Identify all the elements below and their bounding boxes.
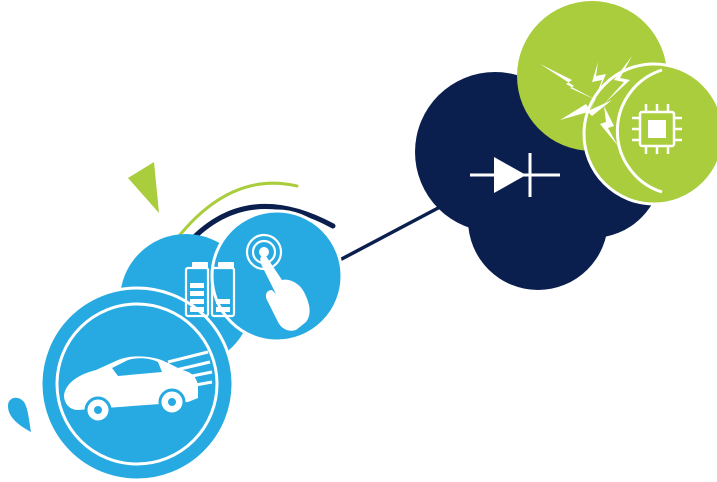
- lime-triangle-accent: [128, 162, 159, 213]
- car-icon: [64, 350, 213, 424]
- diode-icon: [470, 153, 560, 197]
- chip-inner-arc: [615, 68, 663, 194]
- electric-spark-icon: [540, 56, 632, 146]
- lime-arc: [170, 181, 299, 247]
- microchip-icon: [632, 104, 682, 154]
- connector-line: [335, 205, 441, 264]
- battery-icon: [184, 262, 236, 318]
- blue-droplet-accent: [8, 397, 31, 432]
- navy-arc: [181, 204, 336, 251]
- blue-cluster: [39, 209, 344, 482]
- car-circle-inner-ring: [55, 302, 219, 466]
- touch-hand-icon: [245, 233, 310, 331]
